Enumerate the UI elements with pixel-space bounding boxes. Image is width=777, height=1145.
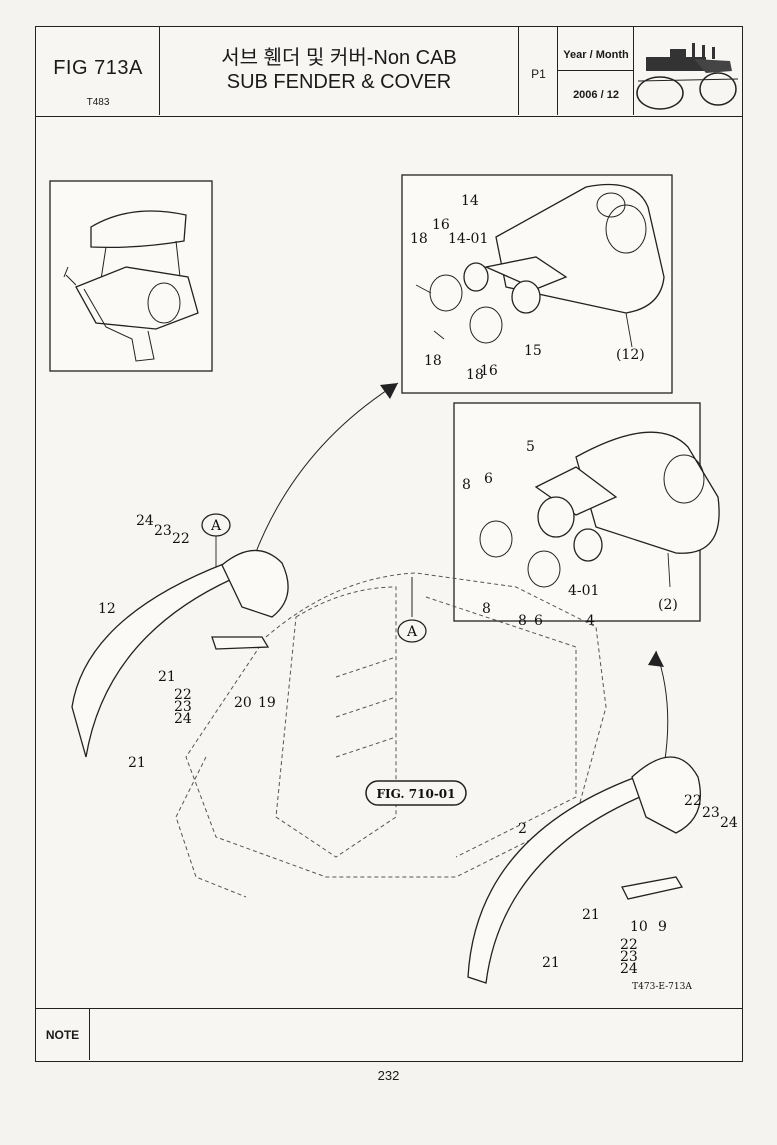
- label-21-a: 21: [158, 669, 176, 685]
- label-14-01: 14-01: [448, 231, 488, 247]
- fig-cell: FIG 713A T483: [36, 27, 160, 115]
- date-cell: Year / Month 2006 / 12: [558, 27, 634, 115]
- label-2: 2: [518, 821, 527, 837]
- label-2-paren: (2): [658, 597, 678, 613]
- label-14: 14: [461, 193, 479, 209]
- label-24: 24: [136, 513, 154, 529]
- label-6-a: 6: [484, 471, 493, 487]
- label-4-01: 4-01: [568, 583, 599, 599]
- label-8-b: 8: [482, 601, 491, 617]
- label-8-c: 8: [518, 613, 527, 629]
- page-code-cell: P1: [519, 27, 558, 115]
- label-21-b: 21: [128, 755, 146, 771]
- label-18-b: 18: [424, 353, 442, 369]
- page-code: P1: [531, 67, 546, 81]
- parts-sheet: FIG 713A T483 서브 휀더 및 커버-Non CAB SUB FEN…: [35, 26, 743, 1062]
- svg-text:A: A: [210, 518, 222, 534]
- label-15: 15: [524, 343, 542, 359]
- label-24-r-b: 24: [620, 961, 638, 977]
- label-22-r-b: 22: [620, 937, 638, 953]
- label-6-b: 6: [534, 613, 543, 629]
- label-16-a: 16: [432, 217, 450, 233]
- title-cell: 서브 휀더 및 커버-Non CAB SUB FENDER & COVER: [160, 27, 519, 115]
- note-row: NOTE: [36, 1008, 742, 1061]
- panel-lh-cover: 5 8 6 8 8 6 4-01 4 (2): [453, 402, 720, 629]
- date-value: 2006 / 12: [573, 89, 619, 101]
- exploded-view-drawing: 14 16 18 14-01 18 18 16 15 (12): [36, 117, 742, 1008]
- label-12-paren: (12): [616, 347, 645, 363]
- fig-number: FIG 713A: [53, 57, 143, 79]
- panel-rh-cover: 14 16 18 14-01 18 18 16 15 (12): [401, 174, 673, 394]
- label-23-r-b: 23: [620, 949, 638, 965]
- label-22: 22: [172, 531, 190, 547]
- label-12: 12: [98, 601, 116, 617]
- ref-a-bottom: A: [397, 619, 427, 643]
- ref-a-top: A: [201, 513, 231, 537]
- label-5: 5: [526, 439, 535, 455]
- svg-text:A: A: [406, 624, 418, 640]
- title-english: SUB FENDER & COVER: [226, 71, 452, 93]
- svg-text:FIG. 710-01: FIG. 710-01: [376, 787, 455, 801]
- model-code: T483: [86, 97, 110, 108]
- label-21-r-b: 21: [542, 955, 560, 971]
- label-24-b: 24: [174, 711, 192, 727]
- label-20: 20: [234, 695, 252, 711]
- note-label: NOTE: [36, 1009, 90, 1060]
- tractor-frame: [175, 572, 607, 898]
- page-number: 232: [377, 1068, 400, 1083]
- tractor-icon: [634, 27, 742, 115]
- label-24-r: 24: [720, 815, 738, 831]
- label-8-a: 8: [462, 477, 471, 493]
- ref-fig-710-01: FIG. 710-01: [365, 780, 467, 806]
- label-22-b: 22: [174, 687, 192, 703]
- label-23: 23: [154, 523, 172, 539]
- label-18-a: 18: [410, 231, 428, 247]
- title-korean: 서브 휀더 및 커버-Non CAB: [221, 47, 457, 69]
- label-22-r: 22: [684, 793, 702, 809]
- label-21-r-a: 21: [582, 907, 600, 923]
- left-sub-fender: 24 23 22 12 21 22 23 24 20 19 21: [71, 513, 289, 771]
- right-sub-fender: 22 23 24 2 21 10 9 22 23 24 21: [467, 756, 738, 984]
- label-16-b: 16: [480, 363, 498, 379]
- drawing-code: T473-E-713A: [632, 982, 692, 992]
- header: FIG 713A T483 서브 휀더 및 커버-Non CAB SUB FEN…: [36, 27, 742, 117]
- label-9: 9: [658, 919, 667, 935]
- tractor-thumbnail: [49, 180, 213, 372]
- date-label: Year / Month: [558, 27, 634, 71]
- label-23-r: 23: [702, 805, 720, 821]
- label-18-c: 18: [466, 367, 484, 383]
- label-4: 4: [586, 613, 595, 629]
- label-10: 10: [630, 919, 648, 935]
- label-23-b: 23: [174, 699, 192, 715]
- label-19: 19: [258, 695, 276, 711]
